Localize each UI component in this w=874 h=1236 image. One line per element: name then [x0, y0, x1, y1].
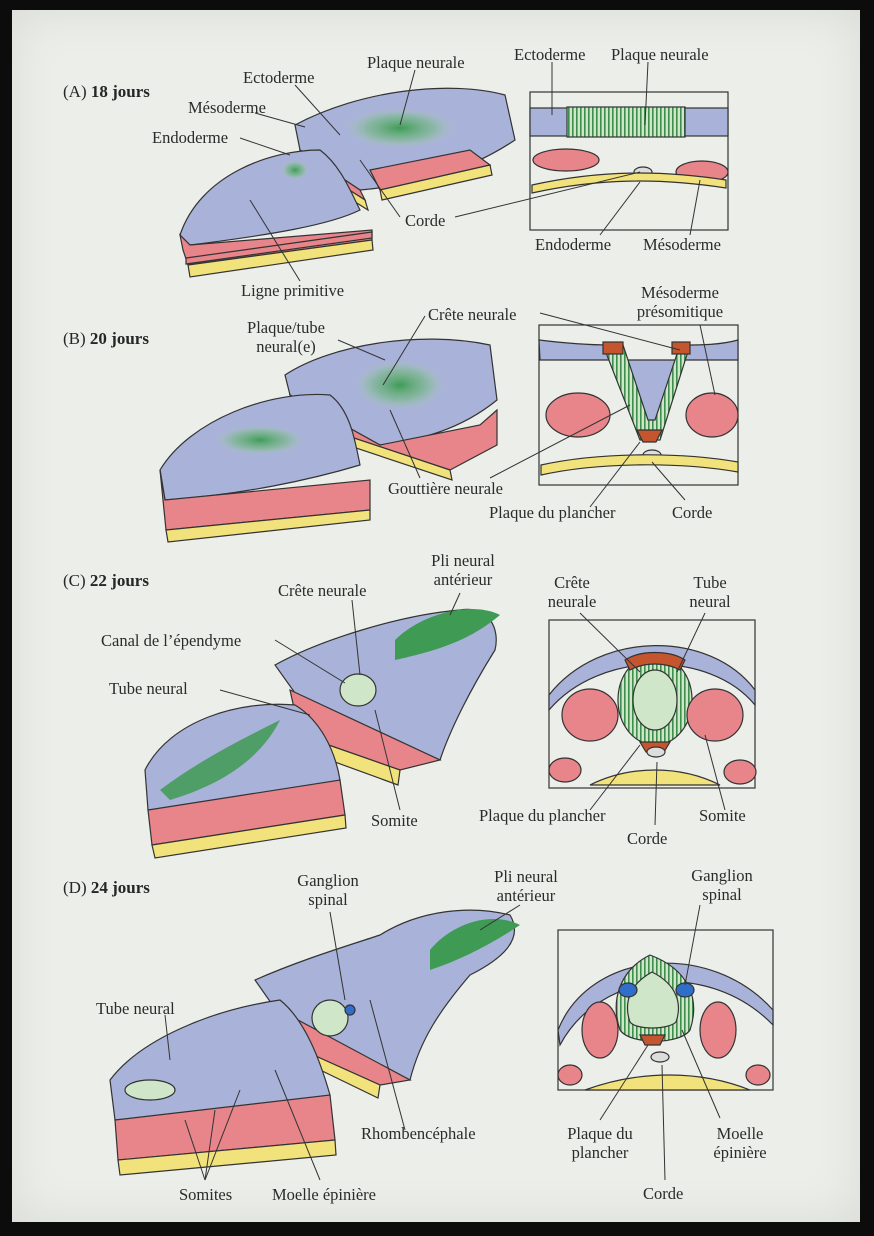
label-d-rhombencephale: Rhombencéphale	[361, 1124, 476, 1143]
panel-c-cross-section	[549, 620, 756, 788]
label-b-plaque-du-plancher: Plaque du plancher	[489, 503, 615, 522]
label-b-meso-line2: présomitique	[637, 302, 723, 321]
label-a-ectoderme: Ectoderme	[243, 68, 314, 87]
panel-d-tag: (D) 24 jours	[63, 878, 150, 898]
label-a-corde: Corde	[405, 211, 445, 230]
label-d-tube-neural: Tube neural	[96, 999, 175, 1018]
label-c-xs-tube-line2: neural	[689, 592, 730, 611]
label-c-xs-crete-line2: neurale	[548, 592, 597, 611]
panel-b-tag: (B) 20 jours	[63, 329, 149, 349]
label-d-xs-ganglion-line1: Ganglion	[691, 866, 752, 885]
label-a-ligne-primitive: Ligne primitive	[241, 281, 344, 300]
panel-a-tag: (A) 18 jours	[63, 82, 150, 102]
panel-a-stage: 18 jours	[91, 82, 150, 101]
label-c-xs-crete-line1: Crête	[554, 573, 590, 592]
panel-b-stage: 20 jours	[90, 329, 149, 348]
label-d-xs-moelle-line2: épinière	[713, 1143, 766, 1162]
label-b-gouttiere-neurale: Gouttière neurale	[388, 479, 503, 498]
label-a-xs-plaque-neurale: Plaque neurale	[611, 45, 709, 64]
label-c-xs-tube-line1: Tube	[693, 573, 726, 592]
label-d-pli-line2: antérieur	[497, 886, 556, 905]
label-c-pli-line1: Pli neural	[431, 551, 495, 570]
label-a-xs-ectoderme: Ectoderme	[514, 45, 585, 64]
label-c-xs-plaque-du-plancher: Plaque du plancher	[479, 806, 605, 825]
label-b-plaque-tube-line2: neural(e)	[256, 337, 316, 356]
label-c-pli-line2: antérieur	[434, 570, 493, 589]
panel-c-letter: (C)	[63, 571, 86, 590]
label-c-somite: Somite	[371, 811, 418, 830]
label-d-xs-moelle-line1: Moelle	[717, 1124, 764, 1143]
label-b-crete-neurale: Crête neurale	[428, 305, 516, 324]
panel-b-letter: (B)	[63, 329, 86, 348]
label-a-endoderme: Endoderme	[152, 128, 228, 147]
panel-a-letter: (A)	[63, 82, 87, 101]
label-d-xs-plaque-line2: plancher	[572, 1143, 629, 1162]
label-c-canal-ependyme: Canal de l’épendyme	[101, 631, 241, 650]
label-d-moelle-epiniere: Moelle épinière	[272, 1185, 376, 1204]
label-d-pli-line1: Pli neural	[494, 867, 558, 886]
label-d-ganglion-line2: spinal	[308, 890, 347, 909]
label-d-somites: Somites	[179, 1185, 232, 1204]
label-d-xs-corde: Corde	[643, 1184, 683, 1203]
label-a-xs-endoderme: Endoderme	[535, 235, 611, 254]
panel-c-tag: (C) 22 jours	[63, 571, 149, 591]
label-b-meso-line1: Mésoderme	[641, 283, 719, 302]
label-a-mesoderme: Mésoderme	[188, 98, 266, 117]
label-c-xs-corde: Corde	[627, 829, 667, 848]
panel-d-cross-section	[558, 930, 773, 1090]
label-c-xs-somite: Somite	[699, 806, 746, 825]
label-d-ganglion-line1: Ganglion	[297, 871, 358, 890]
label-b-corde: Corde	[672, 503, 712, 522]
panel-d-letter: (D)	[63, 878, 87, 897]
panel-d-stage: 24 jours	[91, 878, 150, 897]
label-b-plaque-tube-line1: Plaque/tube	[247, 318, 325, 337]
label-d-xs-plaque-line1: Plaque du	[567, 1124, 633, 1143]
label-c-tube-neural: Tube neural	[109, 679, 188, 698]
panel-b-3d-embryo	[160, 339, 497, 542]
panel-c-stage: 22 jours	[90, 571, 149, 590]
label-a-plaque-neurale: Plaque neurale	[367, 53, 465, 72]
label-d-xs-ganglion-line2: spinal	[702, 885, 741, 904]
label-a-xs-mesoderme: Mésoderme	[643, 235, 721, 254]
label-c-crete-neurale: Crête neurale	[278, 581, 366, 600]
panel-b-cross-section	[539, 325, 738, 485]
panel-a-cross-section	[530, 92, 728, 230]
